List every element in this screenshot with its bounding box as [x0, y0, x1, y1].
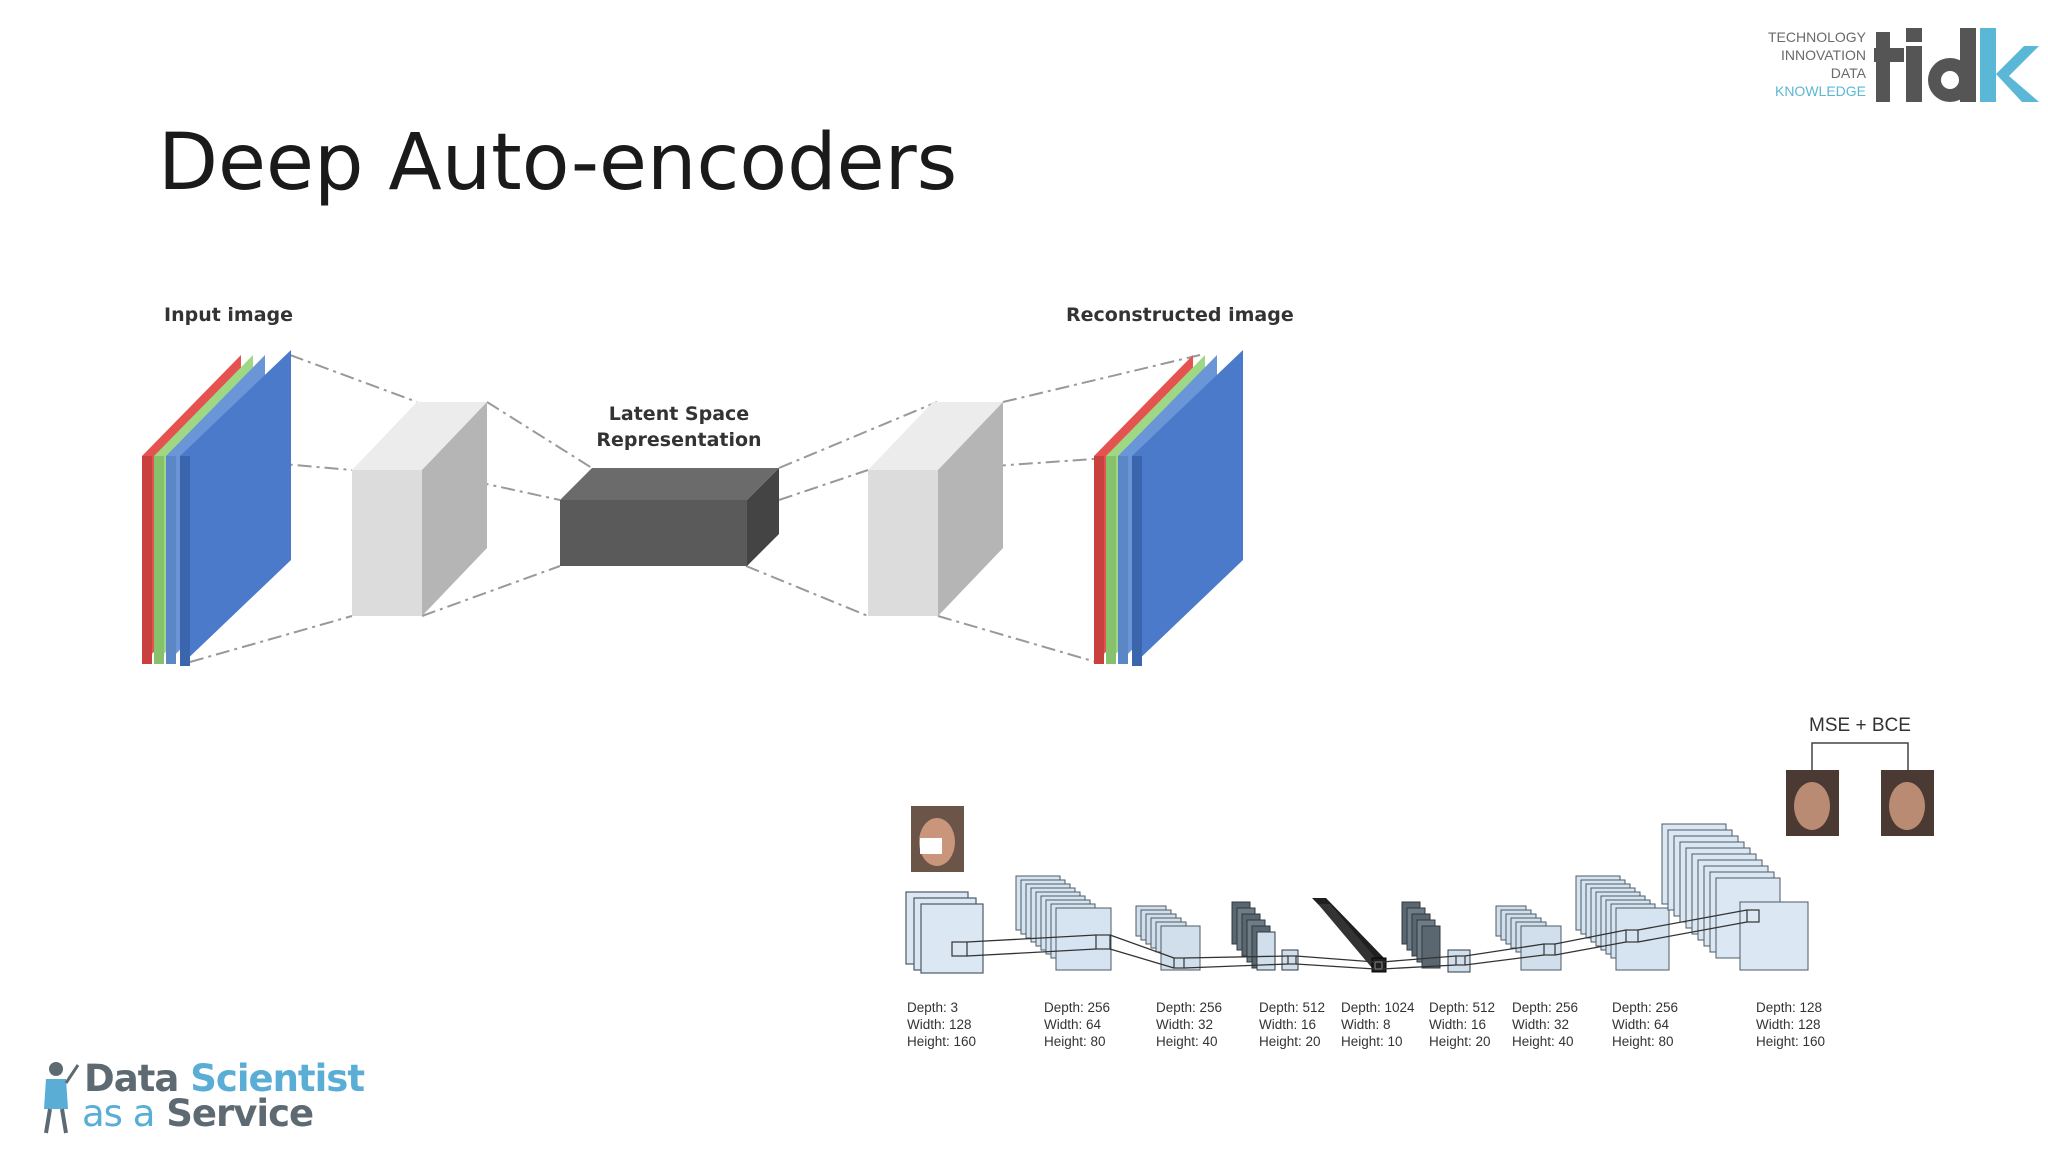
- layer-stack-4: [1231, 901, 1299, 971]
- layer-9-height: Height: 160: [1756, 1034, 1825, 1049]
- loss-label: MSE + BCE: [1809, 715, 1911, 736]
- tidk-word-innovation: INNOVATION: [1780, 47, 1866, 63]
- layer-5-width: Width: 8: [1341, 1017, 1391, 1032]
- tidk-word-knowledge: KNOWLEDGE: [1774, 83, 1866, 99]
- layer-stack-1: [905, 891, 984, 974]
- layer-6-height: Height: 20: [1429, 1034, 1491, 1049]
- layer-8-height: Height: 80: [1612, 1034, 1674, 1049]
- layer-9-depth: Depth: 128: [1756, 1000, 1822, 1015]
- loss-bracket: [1811, 742, 1909, 770]
- tidk-logo: TECHNOLOGY INNOVATION DATA KNOWLEDGE: [1740, 26, 2040, 106]
- input-face-icon: [911, 806, 964, 872]
- slide-title: Deep Auto-encoders: [158, 118, 958, 208]
- layer-7-depth: Depth: 256: [1512, 1000, 1578, 1015]
- layer-4-height: Height: 20: [1259, 1034, 1321, 1049]
- dsaas-word-scientist: Scientist: [190, 1057, 365, 1100]
- input-image-stack: [142, 350, 291, 666]
- dsaas-word-as-a: as a: [82, 1092, 155, 1135]
- layer-6-depth: Depth: 512: [1429, 1000, 1495, 1015]
- tidk-word-technology: TECHNOLOGY: [1767, 29, 1866, 45]
- dsaas-word-data: Data: [84, 1057, 179, 1100]
- layer-4-depth: Depth: 512: [1259, 1000, 1325, 1015]
- scientist-figure-icon: [44, 1062, 80, 1134]
- layer-stack-3: [1135, 905, 1201, 971]
- reconstructed-image-stack: [1094, 350, 1243, 666]
- layer-1-depth: Depth: 3: [907, 1000, 958, 1015]
- layer-5-depth: Depth: 1024: [1341, 1000, 1415, 1015]
- layer-7-height: Height: 40: [1512, 1034, 1574, 1049]
- tidk-logo-words: TECHNOLOGY INNOVATION DATA KNOWLEDGE: [1740, 28, 1866, 100]
- layer-3-width: Width: 32: [1156, 1017, 1213, 1032]
- layer-9-width: Width: 128: [1756, 1017, 1821, 1032]
- dsaas-line2: as a Service: [82, 1092, 314, 1135]
- decoder-block: [868, 402, 1003, 616]
- tidk-mark-icon: [1874, 28, 2039, 102]
- layer-stack-8: [1575, 875, 1670, 971]
- layer-4-width: Width: 16: [1259, 1017, 1316, 1032]
- layer-2-depth: Depth: 256: [1044, 1000, 1110, 1015]
- connector-lines: [189, 354, 1201, 663]
- layer-3-height: Height: 40: [1156, 1034, 1218, 1049]
- layer-stack-7: [1495, 905, 1562, 971]
- original-face-icon: [1786, 770, 1839, 836]
- layer-8-depth: Depth: 256: [1612, 1000, 1678, 1015]
- latent-block: [560, 468, 779, 566]
- input-image-label: Input image: [164, 304, 293, 326]
- layer-8-width: Width: 64: [1612, 1017, 1670, 1032]
- layer-1-width: Width: 128: [907, 1017, 972, 1032]
- tidk-word-data: DATA: [1830, 65, 1866, 81]
- layer-connectors: [966, 909, 1748, 970]
- layer-5-height: Height: 10: [1341, 1034, 1403, 1049]
- latent-label-line2: Representation: [596, 429, 761, 451]
- layer-captions: Depth: 3 Width: 128 Height: 160 Depth: 2…: [907, 1000, 1825, 1049]
- layer-3-depth: Depth: 256: [1156, 1000, 1222, 1015]
- layer-7-width: Width: 32: [1512, 1017, 1569, 1032]
- layer-stack-6: [1401, 901, 1471, 973]
- layer-stack-2: [1015, 875, 1112, 971]
- layer-6-width: Width: 16: [1429, 1017, 1486, 1032]
- layer-stack-5: [1312, 898, 1387, 973]
- layer-2-height: Height: 80: [1044, 1034, 1106, 1049]
- layer-2-width: Width: 64: [1044, 1017, 1102, 1032]
- data-scientist-as-a-service-logo: Data Scientist as a Service: [38, 1055, 368, 1135]
- reconstructed-face-icon: [1881, 770, 1934, 836]
- layer-stack-9: [1661, 823, 1809, 971]
- latent-label-line1: Latent Space: [609, 403, 749, 425]
- reconstructed-image-label: Reconstructed image: [1066, 304, 1294, 326]
- layer-1-height: Height: 160: [907, 1034, 976, 1049]
- dsaas-word-service: Service: [166, 1092, 314, 1135]
- dsaas-line1: Data Scientist: [84, 1057, 365, 1100]
- encoder-block: [352, 402, 487, 616]
